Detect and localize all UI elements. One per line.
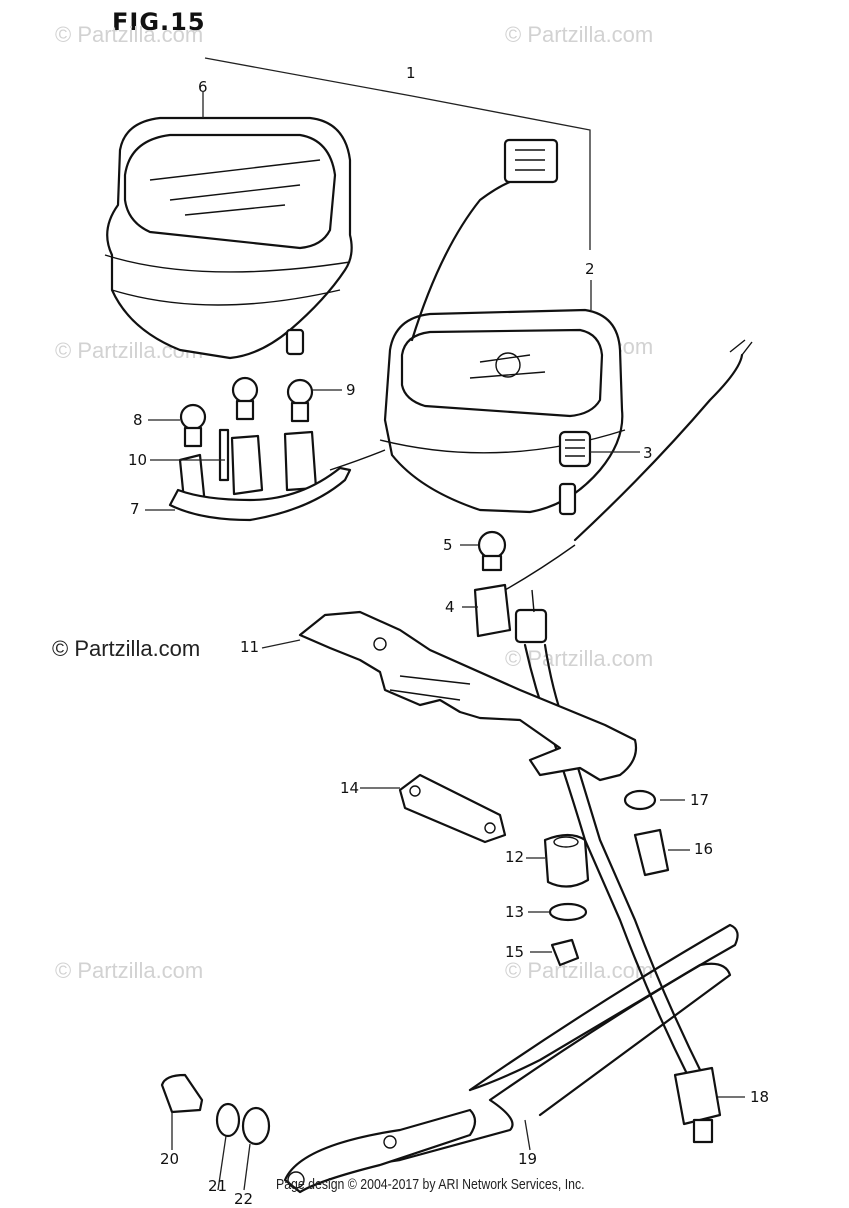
callout-13: 13 [505, 903, 525, 921]
meter-stay [283, 923, 739, 1194]
trip-reset-knob [558, 430, 592, 468]
callout-6: 6 [198, 78, 208, 96]
indicator-bulb-socket [473, 530, 576, 638]
bulb-cluster [231, 376, 314, 423]
meter-wire [410, 178, 517, 342]
washer-22 [241, 1106, 271, 1146]
callout-2: 2 [585, 260, 595, 278]
callout-15: 15 [505, 943, 525, 961]
watermark: © Partzilla.com [505, 958, 654, 983]
callout-14: 14 [340, 779, 360, 797]
callout-18: 18 [750, 1088, 770, 1106]
callout-3: 3 [643, 444, 653, 462]
callout-11: 11 [240, 638, 260, 656]
bracket-slot [389, 675, 471, 701]
partzilla-watermark: © Partzilla.com [52, 636, 201, 661]
callout-20: 20 [160, 1150, 180, 1168]
watermark: © Partzilla.com [55, 22, 204, 47]
callout-16: 16 [694, 840, 714, 858]
watermark: © Partzilla.com [55, 958, 204, 983]
callout-21: 21 [208, 1177, 228, 1195]
callout-5: 5 [443, 536, 453, 554]
cushion-12 [543, 833, 590, 888]
assembly-bracket-line [204, 57, 591, 250]
speedometer-housing [379, 308, 626, 516]
plate [398, 773, 507, 844]
nut-15 [550, 938, 580, 967]
callout-8: 8 [133, 411, 143, 429]
harness-wire [573, 353, 744, 542]
callout-12: 12 [505, 848, 525, 866]
callout-17: 17 [690, 791, 710, 809]
watermark: © Partzilla.com [505, 22, 654, 47]
callout-10: 10 [128, 451, 148, 469]
callout-1: 1 [406, 64, 416, 82]
callout-4: 4 [445, 598, 455, 616]
washer-13 [548, 902, 588, 922]
socket-assembly [168, 428, 386, 522]
washer-17 [623, 789, 657, 811]
tachometer-housing [104, 116, 353, 360]
callout-22: 22 [234, 1190, 254, 1208]
washer-21 [215, 1102, 241, 1138]
callout-9: 9 [346, 381, 356, 399]
bolt-16 [633, 828, 670, 877]
callout-7: 7 [130, 500, 140, 518]
copyright-footer: Page design © 2004-2017 by ARI Network S… [276, 1176, 585, 1193]
callout-19: 19 [518, 1150, 538, 1168]
bulb-8 [179, 403, 207, 448]
grommet-20 [160, 1073, 204, 1114]
meter-bracket [298, 610, 638, 782]
wire-connector [503, 138, 559, 184]
figure-title: FIG.15 [112, 8, 206, 36]
